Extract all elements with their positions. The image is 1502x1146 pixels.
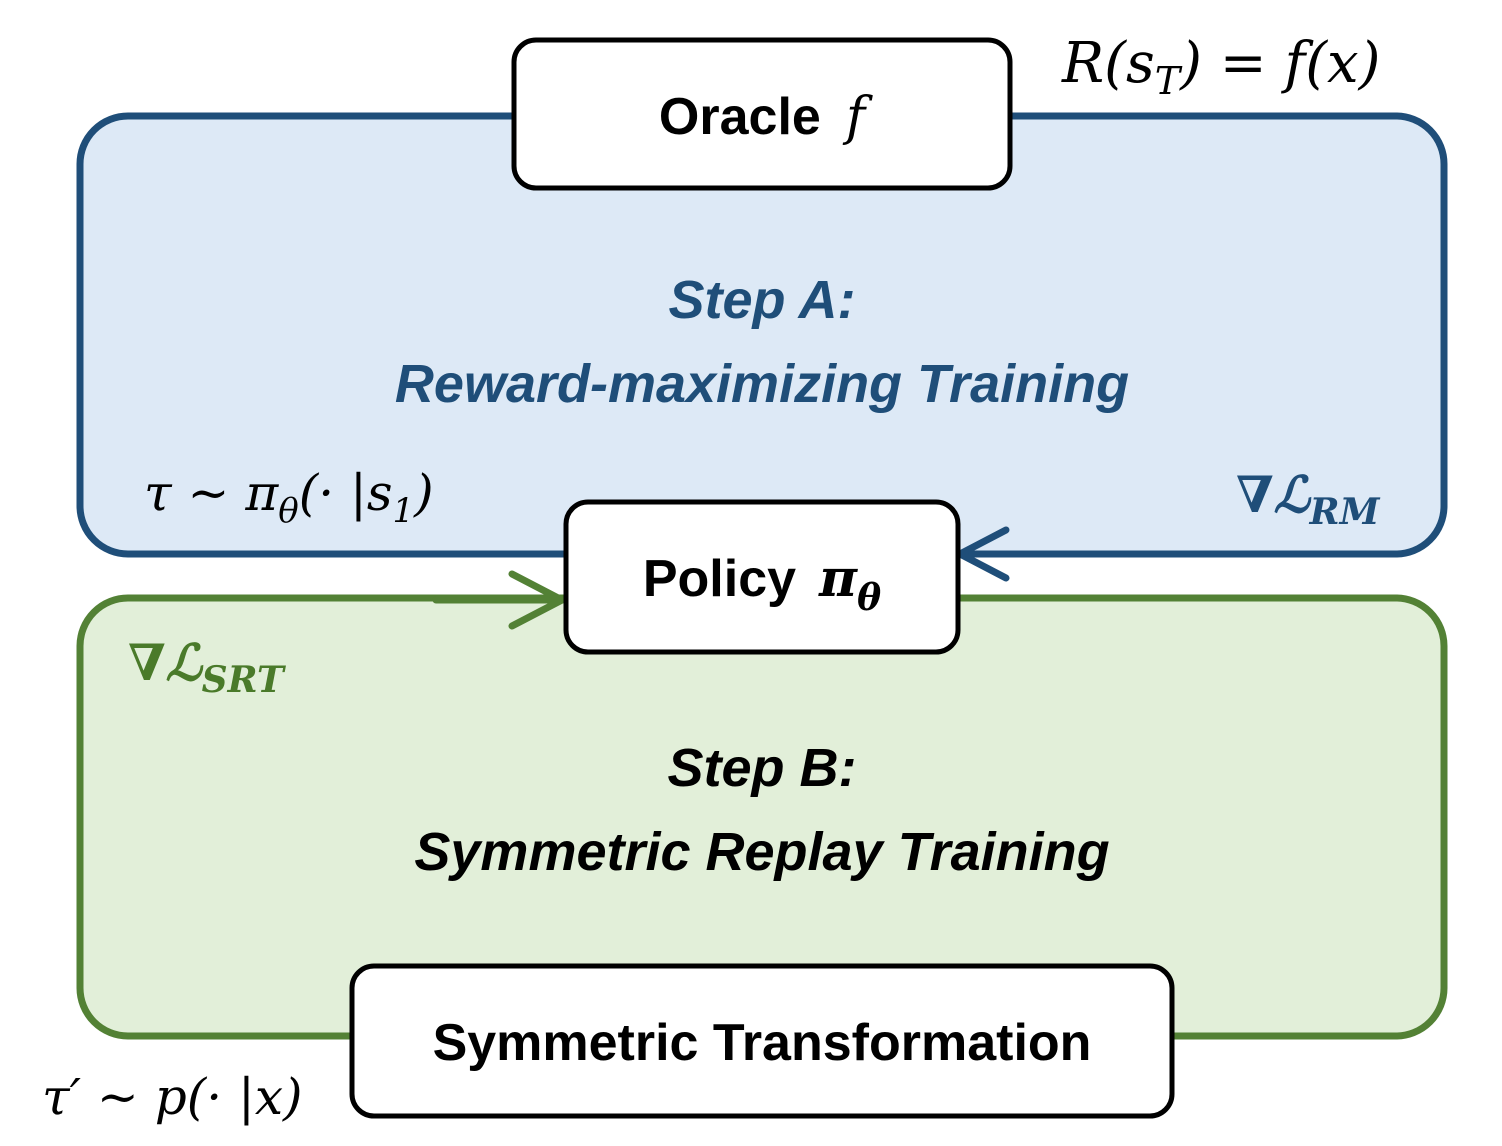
oracle-box[interactable] [511, 37, 1013, 191]
policy-text: Policy [643, 550, 796, 608]
srt-arrow [432, 570, 570, 630]
symmetric-sample-equation: τ′ ~ p(· |x) [42, 1068, 303, 1126]
step-a-title: Step A: [669, 270, 856, 330]
oracle-text: Oracle [659, 88, 821, 146]
transform-box[interactable] [349, 963, 1175, 1119]
grad-rm-label: ∇ℒRM [1236, 465, 1381, 533]
policy-sample-equation: τ ~ πθ(· |s1) [144, 464, 434, 531]
transform-label: Symmetric Transformation [433, 1014, 1092, 1072]
step-b-title: Step B: [668, 738, 857, 798]
policy-label: Policy πθ [643, 548, 881, 619]
grad-srt-label: ∇ℒSRT [128, 633, 286, 701]
step-b-subtitle: Symmetric Replay Training [414, 822, 1109, 882]
policy-symbol: π [818, 548, 858, 609]
policy-box[interactable] [563, 499, 961, 655]
reward-equation: R(sT) = f(x) [1061, 31, 1380, 103]
step-a-subtitle: Reward-maximizing Training [395, 354, 1129, 414]
